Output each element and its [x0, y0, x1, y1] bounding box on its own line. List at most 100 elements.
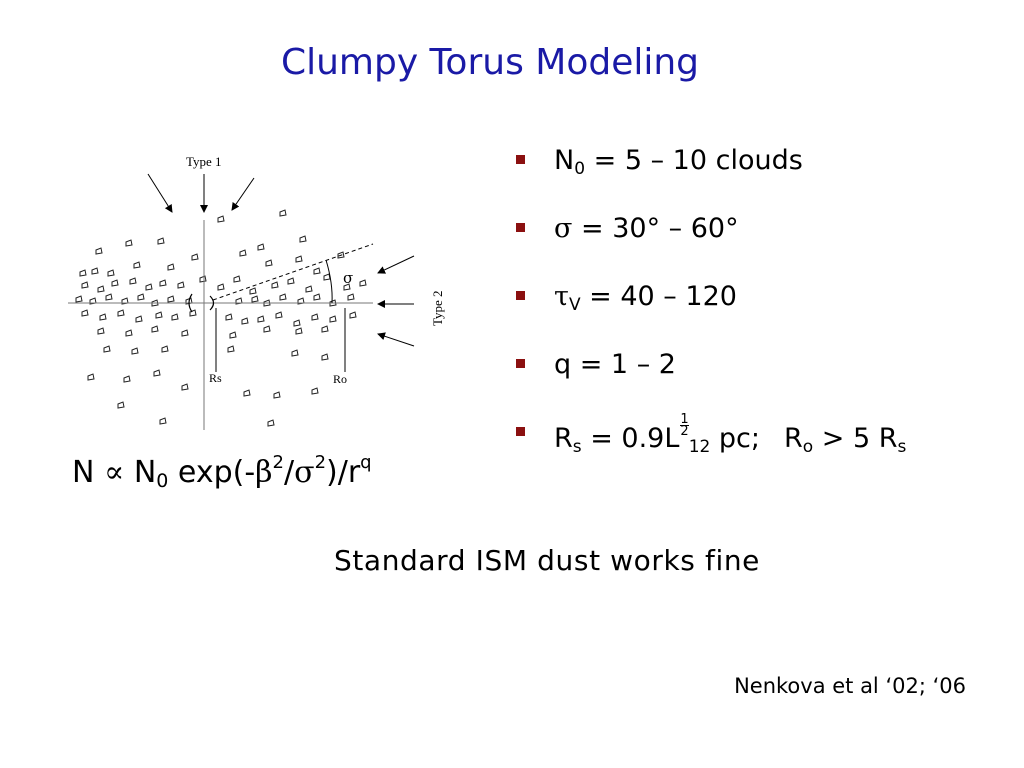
cloud-clump — [133, 261, 141, 269]
cloud-clump — [145, 283, 153, 291]
cloud-clump — [349, 311, 357, 319]
cloud-clump — [167, 295, 175, 303]
cloud-clump — [313, 293, 321, 301]
cloud-clump — [263, 325, 271, 333]
cloud-clump — [249, 287, 257, 295]
cloud-clump — [155, 311, 163, 319]
cloud-clump — [227, 345, 235, 353]
cloud-clump — [153, 369, 161, 377]
cloud-clump — [321, 353, 329, 361]
cloud-clump — [97, 327, 105, 335]
bullet-marker — [516, 359, 525, 368]
cloud-clump — [129, 277, 137, 285]
cloud-clump — [87, 373, 95, 381]
cloud-clump — [239, 249, 247, 257]
cloud-clump — [117, 401, 125, 409]
bullet-sigma: σ = 30° – 60° — [514, 210, 906, 278]
cloud-clump — [217, 283, 225, 291]
cloud-clump — [229, 331, 237, 339]
cloud-clump — [233, 275, 241, 283]
bullet-q: q = 1 – 2 — [514, 346, 906, 414]
cloud-clump — [91, 267, 99, 275]
cloud-clump — [299, 235, 307, 243]
cloud-clump — [177, 281, 185, 289]
cloud-clump — [161, 345, 169, 353]
cloud-clump — [287, 277, 295, 285]
cloud-clump — [305, 285, 313, 293]
cloud-clump — [323, 273, 331, 281]
cloud-clump — [81, 281, 89, 289]
cloud-clump — [321, 325, 329, 333]
cloud-clump — [159, 279, 167, 287]
cloud-clump — [263, 299, 271, 307]
cloud-clump — [199, 275, 207, 283]
cloud-clump — [311, 387, 319, 395]
cloud-clump — [273, 391, 281, 399]
density-formula: N ∝ N0 exp(-β2/σ2)/rq — [72, 452, 372, 492]
cloud-clump — [191, 253, 199, 261]
cloud-clump — [151, 325, 159, 333]
sigma-label: σ — [343, 269, 353, 287]
cloud-clump — [111, 279, 119, 287]
cloud-clump — [151, 299, 159, 307]
cloud-clump — [359, 279, 367, 287]
cloud-clump — [267, 419, 275, 427]
cloud-clump — [243, 389, 251, 397]
cloud-clump — [343, 283, 351, 291]
cloud-clump — [181, 329, 189, 337]
cloud-clump — [347, 293, 355, 301]
cloud-clump — [167, 263, 175, 271]
cloud-clump — [275, 311, 283, 319]
conclusion-text: Standard ISM dust works fine — [333, 544, 760, 577]
cloud-clump — [279, 293, 287, 301]
clumpy-torus-diagram: Type 1 Type 2 σ Rs Ro — [68, 154, 445, 430]
cloud-clump — [125, 329, 133, 337]
reference-citation: Nenkova et al ‘02; ‘06 — [734, 674, 966, 698]
cloud-clump — [99, 313, 107, 321]
type2-label: Type 2 — [430, 290, 445, 326]
rs-label: Rs — [209, 371, 222, 385]
slide-title: Clumpy Torus Modeling — [280, 42, 700, 83]
dust-clouds — [75, 209, 367, 427]
cloud-clump — [251, 295, 259, 303]
cloud-clump — [311, 313, 319, 321]
cloud-clump — [279, 209, 287, 217]
parameter-list: N0 = 5 – 10 clouds σ = 30° – 60° τV = 40… — [514, 142, 906, 482]
cloud-clump — [123, 375, 131, 383]
cloud-clump — [75, 295, 83, 303]
bullet-marker — [516, 291, 525, 300]
ro-label: Ro — [333, 372, 347, 386]
cloud-clump — [295, 255, 303, 263]
cloud-clump — [135, 315, 143, 323]
cloud-clump — [125, 239, 133, 247]
cloud-clump — [137, 293, 145, 301]
cloud-clump — [95, 247, 103, 255]
cloud-clump — [131, 347, 139, 355]
cloud-clump — [329, 299, 337, 307]
cloud-clump — [157, 237, 165, 245]
type1-label: Type 1 — [186, 154, 222, 169]
cloud-clump — [295, 327, 303, 335]
bullet-marker — [516, 223, 525, 232]
cloud-clump — [225, 313, 233, 321]
cloud-clump — [79, 269, 87, 277]
cloud-clump — [329, 315, 337, 323]
cloud-clump — [257, 315, 265, 323]
cloud-clump — [103, 345, 111, 353]
cloud-clump — [293, 319, 301, 327]
cloud-clump — [117, 309, 125, 317]
cloud-clump — [217, 215, 225, 223]
bullet-marker — [516, 155, 525, 164]
cloud-clump — [171, 313, 179, 321]
cloud-clump — [159, 417, 167, 425]
bullet-n0: N0 = 5 – 10 clouds — [514, 142, 906, 210]
bullet-marker — [516, 427, 525, 436]
bullet-tau: τV = 40 – 120 — [514, 278, 906, 346]
cloud-clump — [313, 267, 321, 275]
cloud-clump — [257, 243, 265, 251]
cloud-clump — [291, 349, 299, 357]
cloud-clump — [105, 293, 113, 301]
cloud-clump — [181, 383, 189, 391]
